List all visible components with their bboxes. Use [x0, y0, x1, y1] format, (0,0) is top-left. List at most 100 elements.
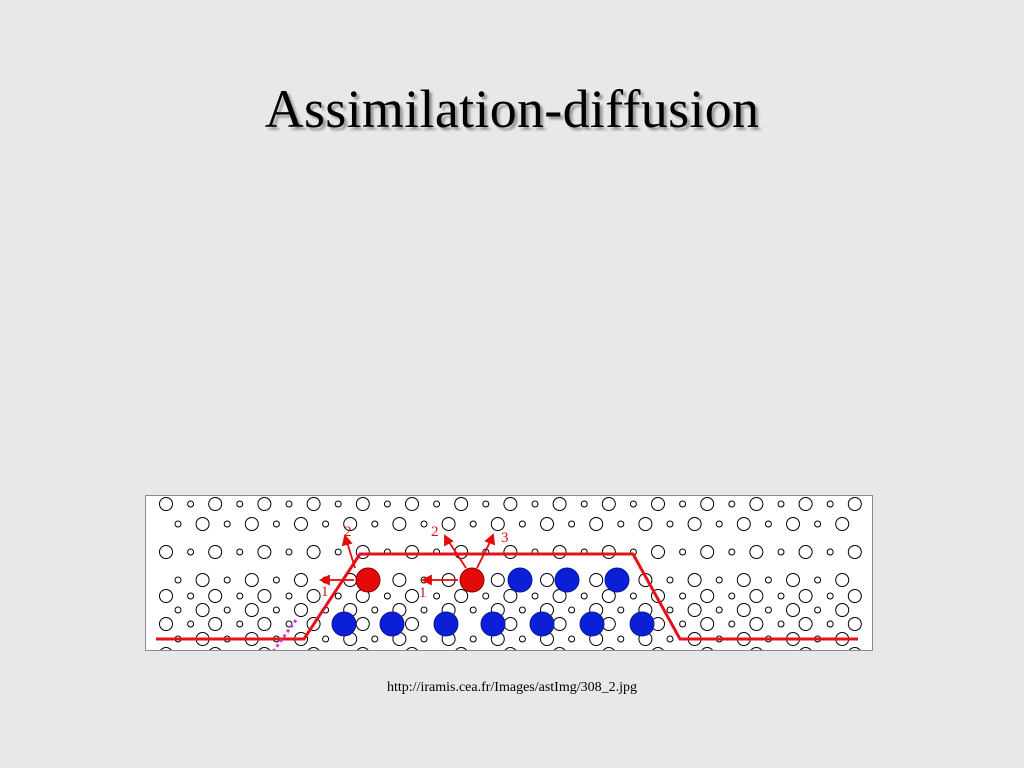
- lattice-atom-large: [195, 603, 210, 617]
- arrow-left-horizontal-head: [318, 574, 330, 586]
- lattice-atom-large: [405, 545, 419, 559]
- lattice-atom-large: [700, 497, 715, 511]
- lattice-atom-large: [736, 573, 751, 587]
- lattice-atom-small: [531, 500, 539, 508]
- lattice-atom-large: [589, 573, 604, 587]
- lattice-atom-small: [568, 606, 576, 614]
- lattice-atom-large: [392, 517, 407, 531]
- lattice-atom-large: [749, 589, 764, 603]
- lattice-atom-large: [355, 617, 370, 631]
- diffusion-diagram: 2 1 2 3 1 2: [145, 495, 873, 651]
- lattice-atom-small: [187, 548, 195, 556]
- lattice-atom-large: [307, 647, 320, 650]
- lattice-atom-large: [749, 497, 764, 511]
- lattice-atom-large: [798, 617, 813, 631]
- lattice-atom-large: [392, 573, 407, 587]
- lattice-atom-small: [666, 576, 674, 584]
- lattice-atom-small: [728, 620, 736, 628]
- lattice-atom-large: [786, 573, 800, 587]
- lattice-atom-large: [244, 603, 259, 617]
- diagram-canvas: 2 1 2 3 1 2: [156, 497, 862, 651]
- solute-atom: [331, 611, 357, 637]
- lattice-atoms: [159, 497, 862, 650]
- solute-atom: [507, 567, 533, 593]
- lattice-atom-large: [540, 517, 554, 531]
- label-left-horizontal: 1: [321, 584, 329, 600]
- lattice-atom-large: [441, 517, 456, 531]
- lattice-atom-small: [272, 576, 280, 584]
- lattice-atom-small: [777, 620, 785, 628]
- lattice-atom-small: [715, 520, 723, 528]
- lattice-atom-large: [257, 589, 272, 603]
- dotted-diffusion-path: [272, 619, 298, 650]
- arrow-mid-horizontal-head: [420, 574, 432, 586]
- lattice-atom-small: [272, 606, 280, 614]
- lattice-atom-large: [687, 573, 702, 587]
- lattice-atom-large: [552, 497, 567, 511]
- lattice-atom-large: [798, 545, 813, 559]
- lattice-atom-large: [257, 497, 272, 511]
- lattice-atom-large: [847, 589, 862, 603]
- lattice-atom-small: [223, 576, 231, 584]
- lattice-atom-small: [826, 592, 834, 600]
- lattice-atom-large: [553, 647, 566, 650]
- lattice-atom-small: [187, 620, 195, 628]
- lattice-atom-large: [700, 589, 715, 603]
- lattice-atom-small: [531, 592, 539, 600]
- lattice-atom-small: [420, 635, 428, 643]
- lattice-atom-small: [334, 500, 342, 508]
- lattice-atom-large: [208, 497, 223, 511]
- lattice-atom-large: [504, 647, 517, 650]
- lattice-atom-small: [518, 606, 526, 614]
- lattice-atom-small: [322, 635, 330, 643]
- lattice-atom-small: [568, 635, 576, 643]
- arrow-mid-up-right: [476, 541, 491, 569]
- lattice-atom-large: [847, 497, 862, 511]
- lattice-atom-small: [174, 576, 182, 584]
- lattice-atom-large: [208, 545, 223, 559]
- lattice-atom-large: [835, 573, 850, 587]
- lattice-atom-small: [764, 576, 772, 584]
- lattice-atom-large: [209, 647, 221, 650]
- lattice-atom-large: [749, 617, 764, 631]
- image-source-caption: http://iramis.cea.fr/Images/astImg/308_2…: [387, 680, 637, 695]
- label-bottom-dotted: 2: [221, 650, 229, 651]
- lattice-atom-large: [405, 497, 419, 511]
- lattice-atom-small: [666, 635, 674, 643]
- lattice-atom-small: [272, 520, 280, 528]
- lattice-atom-large: [540, 573, 554, 587]
- lattice-atom-large: [835, 603, 850, 617]
- arrow-mid-up-right-head: [484, 533, 496, 546]
- lattice-atom-small: [236, 548, 244, 556]
- lattice-atom-small: [469, 520, 477, 528]
- lattice-atom-small: [617, 520, 625, 528]
- lattice-atom-small: [236, 620, 244, 628]
- lattice-atom-small: [679, 592, 687, 600]
- lattice-atom-small: [371, 520, 379, 528]
- lattice-atom-small: [518, 635, 526, 643]
- lattice-atom-large: [159, 589, 173, 603]
- lattice-atom-small: [826, 620, 834, 628]
- lattice-atom-small: [715, 576, 723, 584]
- lattice-atom-small: [236, 592, 244, 600]
- lattice-atom-small: [174, 520, 182, 528]
- diffusing-atom: [459, 567, 485, 593]
- lattice-atom-large: [208, 617, 223, 631]
- lattice-atom-small: [777, 548, 785, 556]
- lattice-atom-large: [799, 647, 812, 650]
- solute-atom: [629, 611, 655, 637]
- lattice-atom-large: [736, 603, 751, 617]
- label-mid-horizontal: 1: [419, 585, 427, 601]
- solute-atom: [554, 567, 580, 593]
- lattice-atom-large: [490, 573, 505, 587]
- lattice-atom-small: [814, 606, 822, 614]
- solute-atom: [604, 567, 630, 593]
- lattice-atom-large: [405, 617, 419, 631]
- lattice-atom-small: [433, 592, 441, 600]
- solute-atom: [529, 611, 555, 637]
- label-left-up: 2: [344, 524, 352, 540]
- lattice-atom-small: [469, 606, 477, 614]
- lattice-atom-small: [764, 606, 772, 614]
- lattice-atom-large: [159, 497, 173, 511]
- lattice-atom-large: [195, 573, 210, 587]
